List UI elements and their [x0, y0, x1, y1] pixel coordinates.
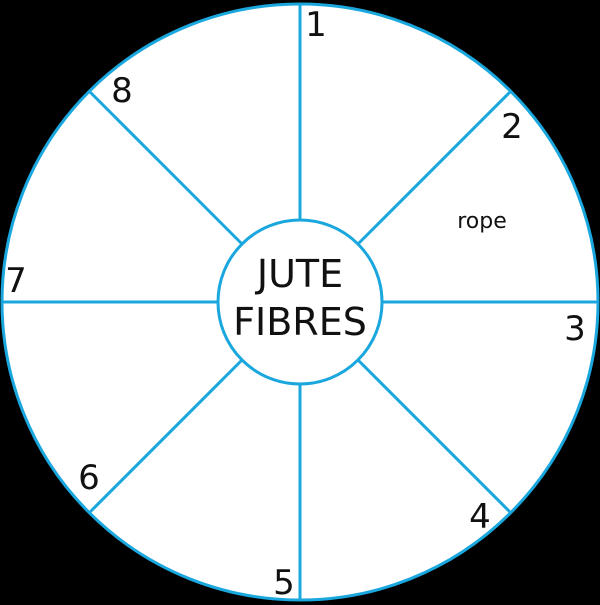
segment-number-2: 2: [501, 107, 523, 147]
spoke-2: [356, 89, 513, 246]
spoke-8: [87, 89, 244, 246]
spokes: [2, 4, 598, 600]
segment-number-5: 5: [273, 563, 295, 603]
center-label-line2: FIBRES: [233, 300, 367, 344]
spoke-4: [356, 358, 513, 515]
center-label-line1: JUTE: [255, 252, 343, 296]
segment-number-4: 4: [469, 497, 491, 537]
segment-number-3: 3: [564, 309, 586, 349]
segment-number-7: 7: [5, 261, 27, 301]
center-circle: [216, 218, 384, 386]
segment-number-8: 8: [111, 71, 133, 111]
segment-number-1: 1: [305, 5, 327, 45]
spoke-6: [87, 358, 244, 515]
segment-number-6: 6: [78, 458, 100, 498]
segment-text-2: rope: [457, 209, 507, 234]
